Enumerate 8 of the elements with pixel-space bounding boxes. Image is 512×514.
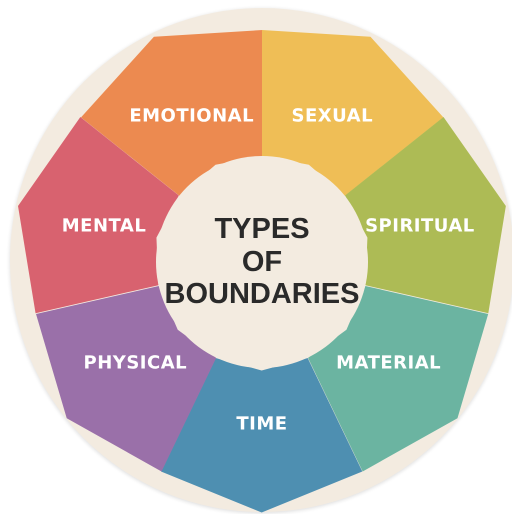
segment-label: SEXUAL: [291, 106, 374, 127]
segment-label: PHYSICAL: [84, 352, 188, 374]
segment-label: MATERIAL: [336, 352, 442, 374]
center-title: TYPES OF BOUNDARIES: [164, 213, 360, 311]
segment-label: MENTAL: [62, 215, 146, 236]
segment-label: EMOTIONAL: [129, 106, 254, 127]
segment-label: SPIRITUAL: [365, 215, 475, 236]
segment-label: TIME: [236, 413, 288, 434]
